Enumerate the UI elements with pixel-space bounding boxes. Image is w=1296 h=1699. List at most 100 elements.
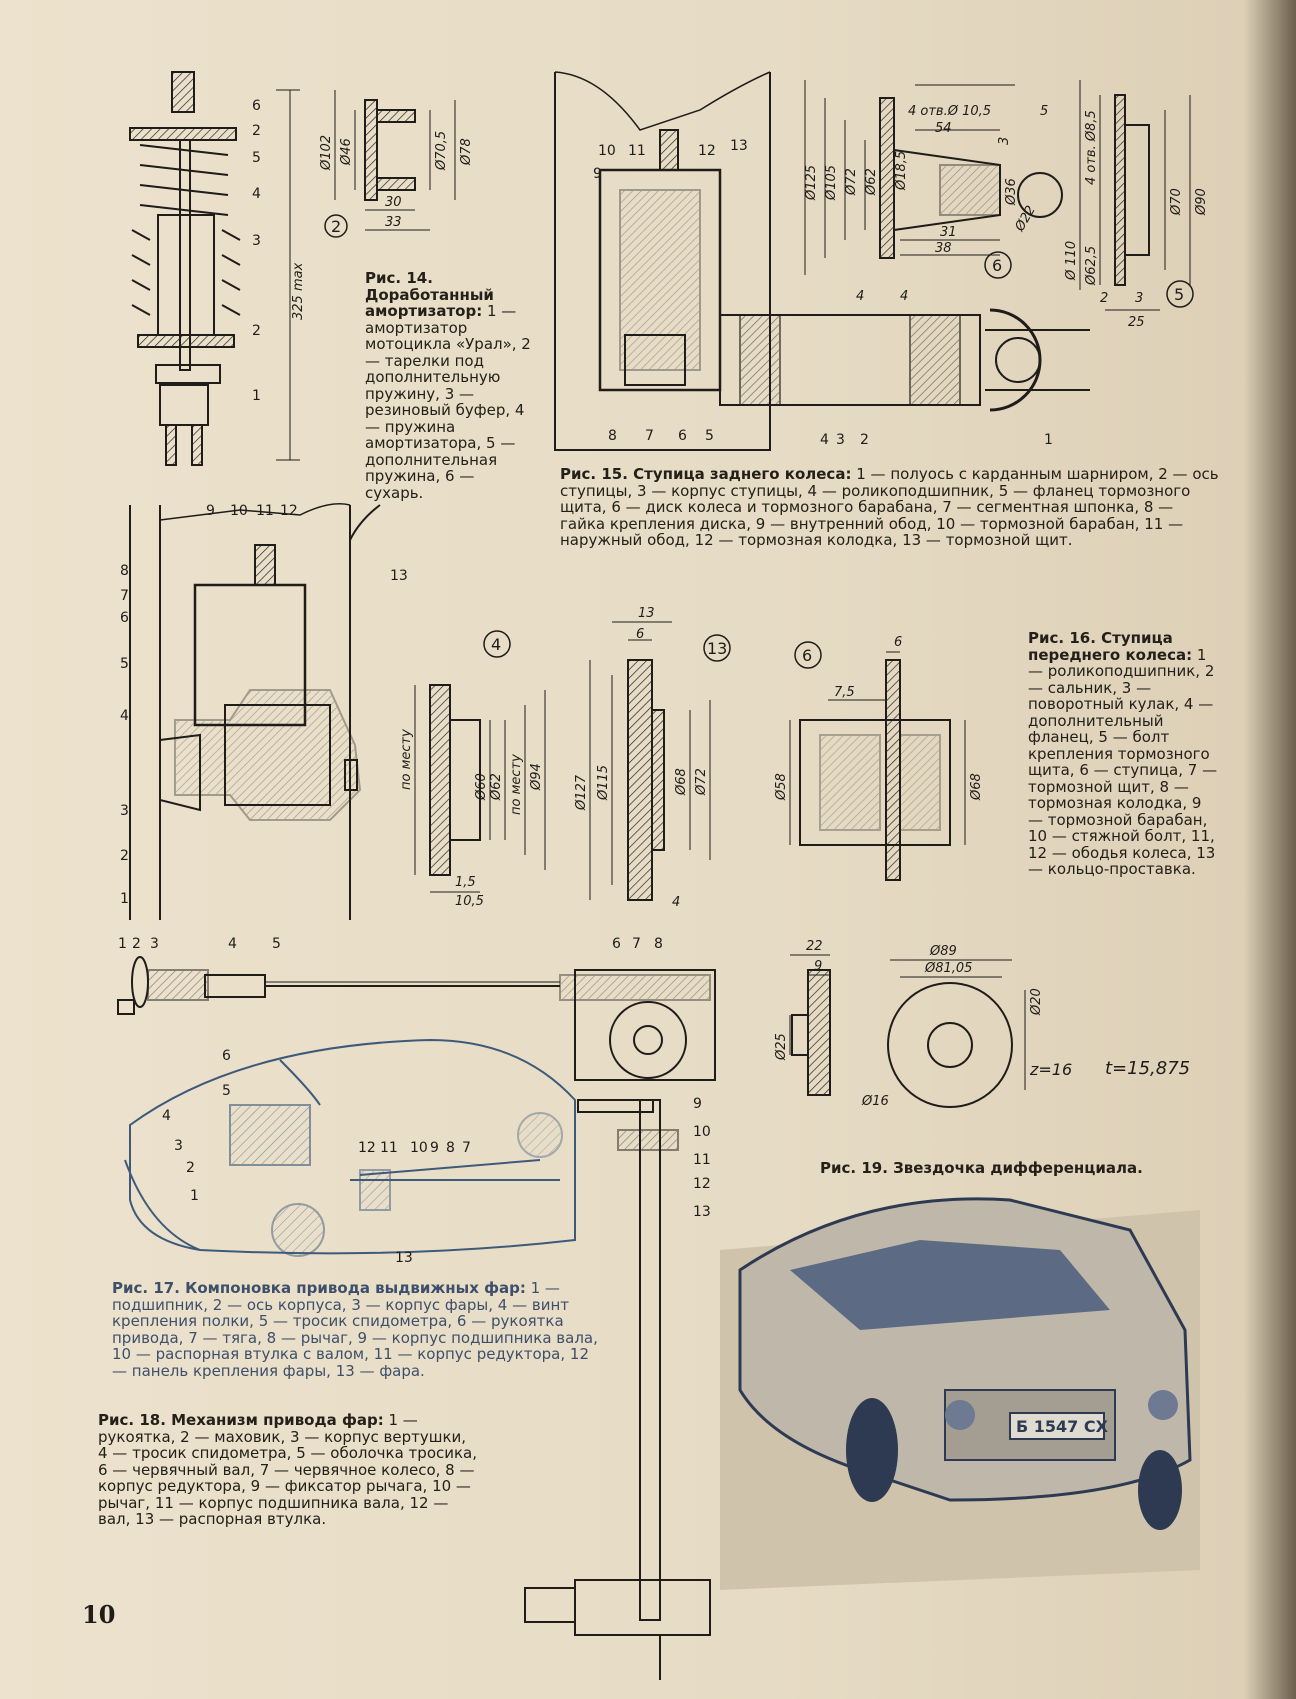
fig16-d13-6: 6	[636, 627, 644, 642]
fig15-d6-22: Ø22	[1012, 203, 1039, 235]
fig15-d6-4b: 4	[900, 289, 908, 304]
fig18-callout-10: 10	[693, 1124, 711, 1140]
fig15-caption: 1 — полуось с карданным шарниром, 2 — ос…	[560, 465, 1219, 549]
fig14-overall-dim: 325 max	[291, 262, 306, 320]
fig15-callout-6: 6	[678, 428, 687, 444]
fig16-callout-10: 10	[230, 503, 248, 519]
fig16-d13-4: 4	[672, 895, 680, 910]
fig16-d4-pomestu2: по месту	[509, 754, 524, 815]
fig15-d6-18: Ø18,5	[894, 151, 909, 191]
fig15-d6-72: Ø72	[844, 168, 859, 196]
fig17-callout-2: 2	[186, 1160, 195, 1176]
fig15-callout-13: 13	[730, 138, 748, 154]
fig15-d5-62: Ø62,5	[1084, 246, 1099, 286]
fig17-title: Рис. 17. Компоновка привода выдвижных фа…	[112, 1279, 526, 1297]
fig15-d6-holes: 4 отв.Ø 10,5	[908, 104, 991, 119]
fig16-title: Рис. 16. Ступица переднего колеса:	[1028, 629, 1193, 664]
fig15-detail6-drawing	[804, 80, 1063, 275]
fig16-detail4-drawing	[414, 684, 546, 893]
fig17-callout-4: 4	[162, 1108, 171, 1124]
fig15-d6-105: Ø105	[824, 165, 839, 201]
fig17-callout-9: 9	[430, 1140, 439, 1156]
fig14-callout-6: 6	[252, 98, 261, 114]
fig16-callout-7: 7	[120, 588, 129, 604]
fig14-d46: Ø46	[339, 138, 354, 166]
fig18-caption: 1 — рукоятка, 2 — маховик, 3 — корпус ве…	[98, 1411, 478, 1528]
fig19-t-label: t=15,875	[1105, 1058, 1191, 1079]
fig17-callout-1: 1	[190, 1188, 199, 1204]
fig14-detail2-marker	[324, 214, 348, 238]
fig16-callout-6: 6	[120, 610, 129, 626]
fig15-callout-1: 1	[1044, 432, 1053, 448]
fig15-d5-3: 3	[1135, 291, 1143, 306]
fig19-dim-22: 22	[806, 939, 823, 954]
fig18-callout-6: 6	[612, 936, 621, 952]
fig16-d13-72: Ø72	[694, 768, 709, 796]
fig16-d13-13: 13	[638, 606, 655, 621]
fig16-d6-68: Ø68	[969, 773, 984, 801]
fig16-callout-8: 8	[120, 563, 129, 579]
fig17-caption-block: Рис. 17. Компоновка привода выдвижных фа…	[112, 1280, 607, 1379]
fig16-d4-62: Ø62	[489, 773, 504, 801]
fig18-callout-11: 11	[693, 1152, 711, 1168]
fig16-detail4-no: 4	[491, 635, 501, 654]
fig15-callout-8: 8	[608, 428, 617, 444]
page-number: 10	[82, 1600, 116, 1629]
fig14-callout-3: 3	[252, 233, 261, 249]
fig14-d70: Ø70,5	[434, 131, 449, 171]
fig14-callout-5: 5	[252, 150, 261, 166]
fig15-d5-2: 2	[1100, 291, 1108, 306]
fig16-callout-1: 1	[120, 891, 129, 907]
fig15-callout-9: 9	[593, 166, 602, 182]
fig17-callout-12: 12	[358, 1140, 376, 1156]
fig16-caption: 1 — роликоподшипник, 2 — сальник, 3 — по…	[1028, 645, 1218, 878]
fig14-len33: 33	[385, 215, 402, 230]
fig16-d6-6: 6	[894, 635, 902, 650]
fig16-d13-115: Ø115	[596, 765, 611, 801]
fig15-callout-10: 10	[598, 143, 616, 159]
fig16-d4-10-5: 10,5	[455, 894, 484, 909]
fig14-d78: Ø78	[459, 138, 474, 166]
fig18-callout-7: 7	[632, 936, 641, 952]
fig15-d5-25: 25	[1128, 315, 1145, 330]
fig14-drawing	[129, 71, 300, 466]
fig18-callout-2: 2	[132, 936, 141, 952]
fig15-callout-7: 7	[645, 428, 654, 444]
fig17-callout-3: 3	[174, 1138, 183, 1154]
fig15-d6-125: Ø125	[804, 165, 819, 201]
car-photo	[720, 1197, 1200, 1590]
fig17-callout-10: 10	[410, 1140, 428, 1156]
fig14-detail2-drawing	[334, 90, 456, 231]
fig15-callout-4: 4	[820, 432, 829, 448]
fig19-drawing	[789, 954, 1026, 1108]
fig16-d4-pomestu1: по месту	[399, 729, 414, 790]
fig17-callout-7: 7	[462, 1140, 471, 1156]
fig16-callout-12: 12	[280, 503, 298, 519]
fig15-d6-36: Ø36	[1004, 178, 1019, 206]
fig15-d5-90: Ø90	[1194, 188, 1209, 216]
fig15-d6-62: Ø62	[864, 168, 879, 196]
fig15-detail5-drawing	[1079, 80, 1191, 311]
fig15-detail6-marker	[984, 251, 1012, 279]
fig14-callout-4: 4	[252, 186, 261, 202]
fig18-callout-1: 1	[118, 936, 127, 952]
fig14-d102: Ø102	[319, 135, 334, 171]
fig19-dim-25: Ø25	[774, 1033, 789, 1061]
fig17-callout-6: 6	[222, 1048, 231, 1064]
fig18-callout-3: 3	[150, 936, 159, 952]
fig15-d5-holes: 4 отв. Ø8,5	[1084, 110, 1099, 185]
car-plate: Б 1547 СХ	[1016, 1417, 1109, 1436]
fig16-detail6-drawing	[789, 651, 966, 881]
fig14-detail-no: 2	[331, 217, 341, 236]
fig16-d13-68: Ø68	[674, 768, 689, 796]
fig15-detail5-no: 5	[1174, 285, 1184, 304]
fig18-callout-13: 13	[693, 1204, 711, 1220]
fig15-d5-70: Ø70	[1169, 188, 1184, 216]
fig15-d6-5: 5	[1040, 104, 1048, 119]
fig16-d4-94: Ø94	[529, 763, 544, 791]
fig19-dim-81: Ø81,05	[924, 961, 972, 976]
fig14-callout-2b: 2	[252, 323, 261, 339]
fig16-callout-5: 5	[120, 656, 129, 672]
fig16-detail13-drawing	[589, 621, 711, 901]
